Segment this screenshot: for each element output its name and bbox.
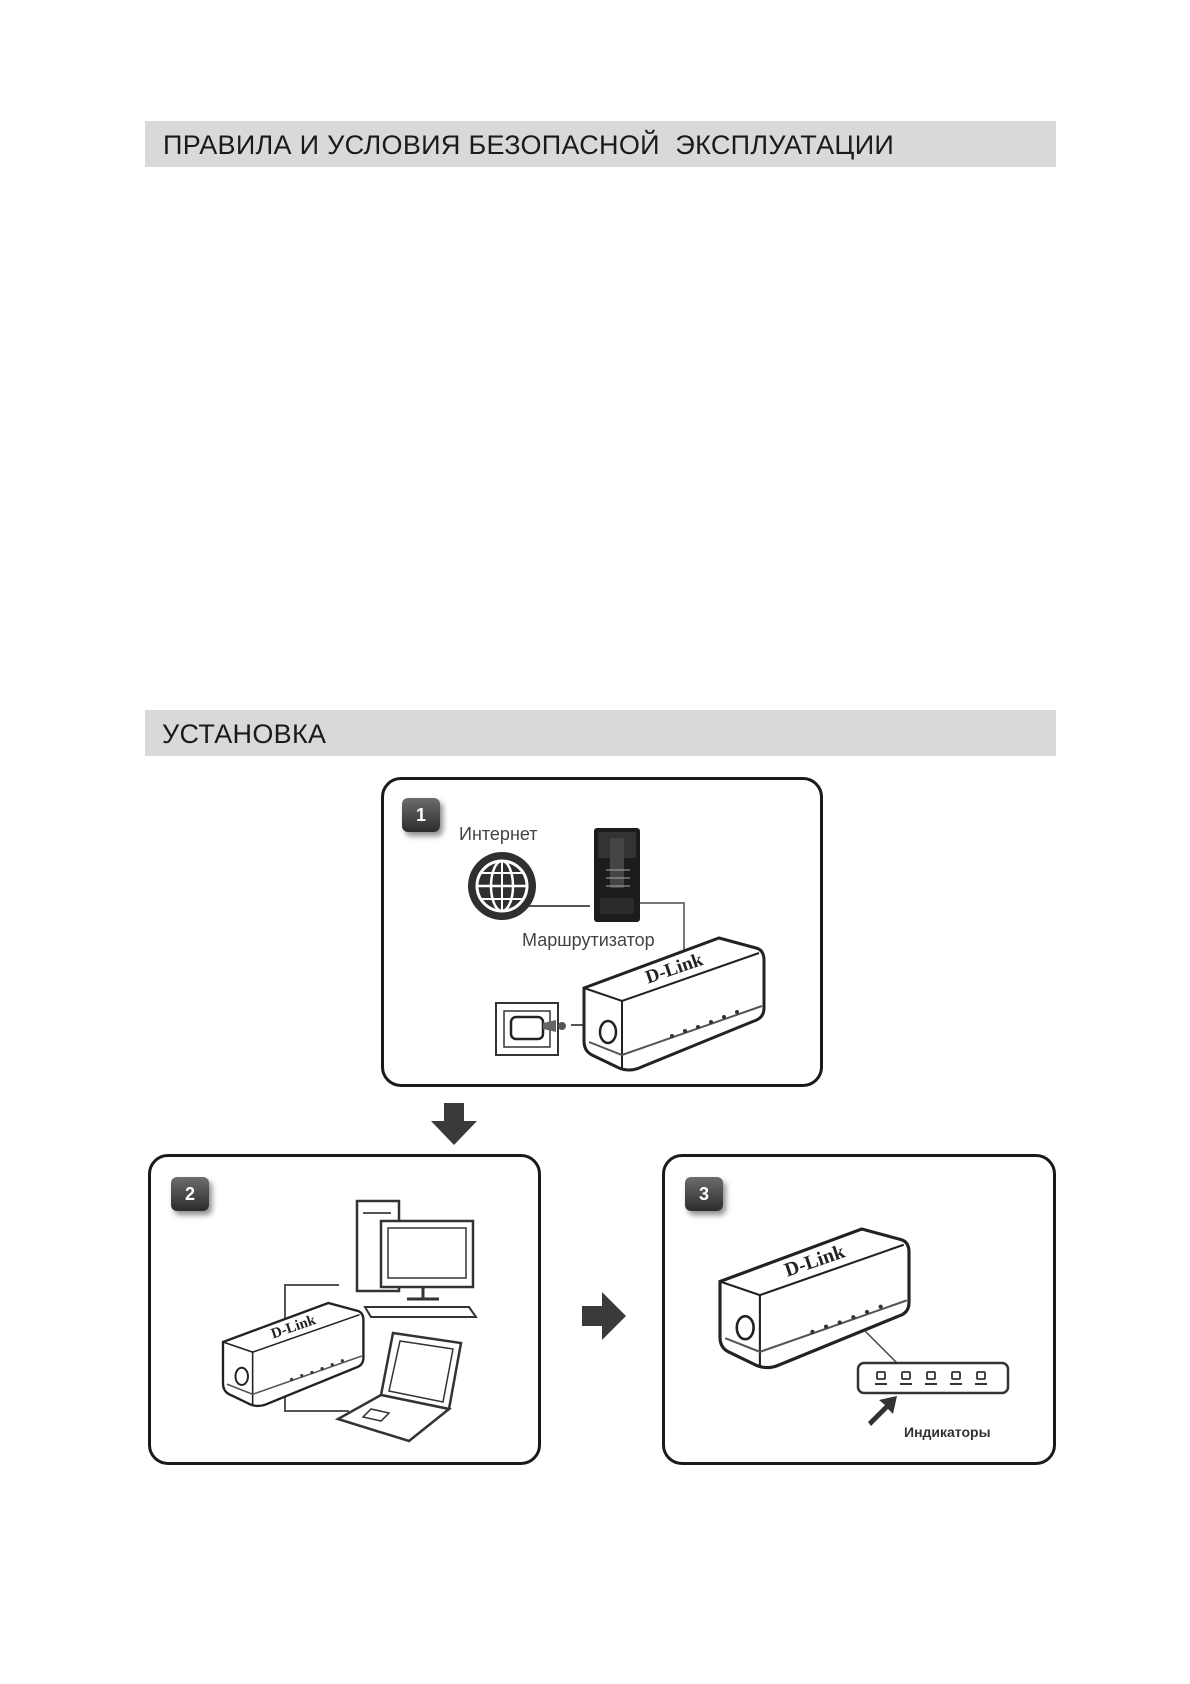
pointer-arrow-icon [868,1396,897,1426]
switch-icon: D-Link [582,936,766,1072]
install-step-2-panel: 2 D-Link [148,1154,541,1465]
laptop-icon [334,1331,463,1443]
step1-illustration: D-Link [468,828,766,1072]
step-number-badge: 2 [171,1177,209,1211]
desktop-pc-icon [355,1199,478,1318]
arrow-right-icon [582,1292,626,1340]
step2-illustration: D-Link [221,1199,478,1443]
power-outlet-icon [495,1002,566,1056]
globe-icon [468,852,536,920]
router-icon [594,828,640,922]
router-label: Маршрутизатор [522,930,655,950]
section-header-install: УСТАНОВКА [145,710,1056,756]
section-header-safety: ПРАВИЛА И УСЛОВИЯ БЕЗОПАСНОЙ ЭКСПЛУАТАЦИ… [145,121,1056,167]
step-number-badge: 3 [685,1177,723,1211]
indicators-label: Индикаторы [904,1424,991,1440]
section-title-safety: ПРАВИЛА И УСЛОВИЯ БЕЗОПАСНОЙ ЭКСПЛУАТАЦИ… [163,130,895,160]
install-step-3-panel: 3 Индикаторы D-Link [662,1154,1056,1465]
arrow-down-icon [431,1103,477,1145]
step3-illustration: D-Link [718,1227,1010,1426]
section-title-install: УСТАНОВКА [162,719,327,749]
install-step-1-panel: 1 Интернет Маршрутизатор [381,777,823,1087]
switch-icon: D-Link [718,1227,911,1370]
step-number-badge: 1 [402,798,440,832]
led-indicators-icon [856,1361,1010,1395]
internet-label: Интернет [459,824,538,844]
switch-icon: D-Link [221,1301,365,1408]
